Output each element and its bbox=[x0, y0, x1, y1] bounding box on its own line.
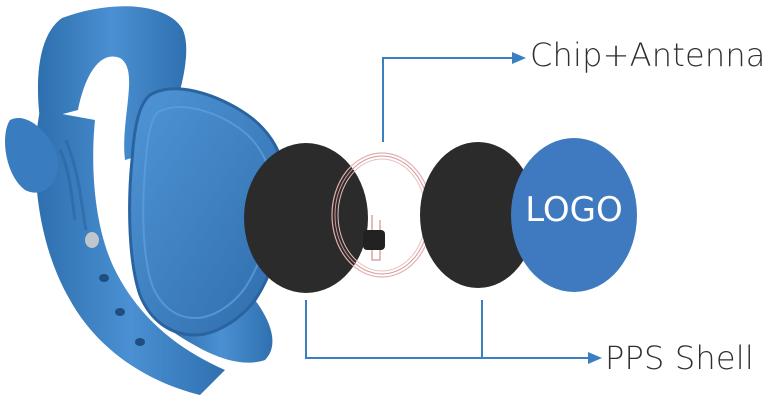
pps-shell-label: PPS Shell bbox=[605, 339, 754, 377]
silicone-wristband bbox=[5, 6, 285, 395]
strap-hole bbox=[85, 232, 99, 248]
strap-hole bbox=[115, 308, 125, 316]
strap-hole bbox=[135, 338, 145, 346]
strap-hole bbox=[99, 274, 109, 282]
chip-antenna-leader bbox=[383, 58, 512, 142]
pps-shell-arrow bbox=[588, 352, 602, 364]
pps-shell-leader-right bbox=[482, 300, 588, 358]
rfid-chip bbox=[363, 230, 385, 250]
pps-shell-leader-left bbox=[306, 300, 482, 358]
logo-label: LOGO bbox=[510, 190, 638, 230]
pps-shell-back bbox=[244, 143, 368, 293]
chip-antenna-label: Chip+Antenna bbox=[530, 36, 766, 74]
chip-antenna-arrow bbox=[512, 52, 526, 64]
